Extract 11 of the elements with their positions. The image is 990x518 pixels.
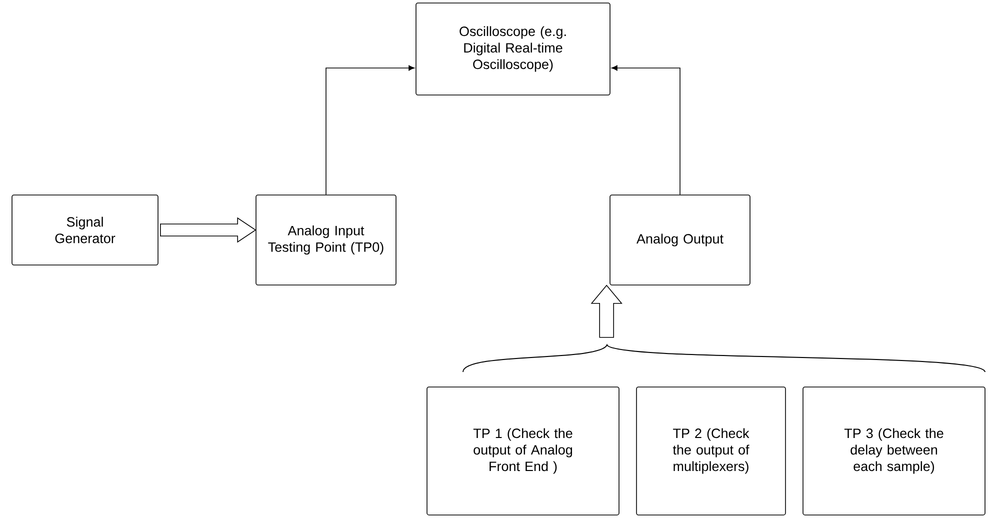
- arrow: [611, 65, 680, 195]
- process-box: TP 3 (Check the delay between each sample): [802, 386, 986, 516]
- hollow-arrow: [590, 284, 622, 338]
- process-box: Signal Generator: [12, 194, 158, 266]
- process-box: Oscilloscope (e.g. Digital Real-time Oscilloscope): [416, 2, 610, 96]
- process-box: Analog Input Testing Point (TP0): [256, 194, 396, 286]
- process-box: TP 1 (Check the output of Analog Front End ): [426, 386, 620, 516]
- process-box: TP 2 (Check the output of multiplexers): [636, 386, 786, 516]
- arrow: [326, 65, 415, 195]
- hollow-arrow: [160, 217, 256, 243]
- process-box: Analog Output: [610, 194, 750, 286]
